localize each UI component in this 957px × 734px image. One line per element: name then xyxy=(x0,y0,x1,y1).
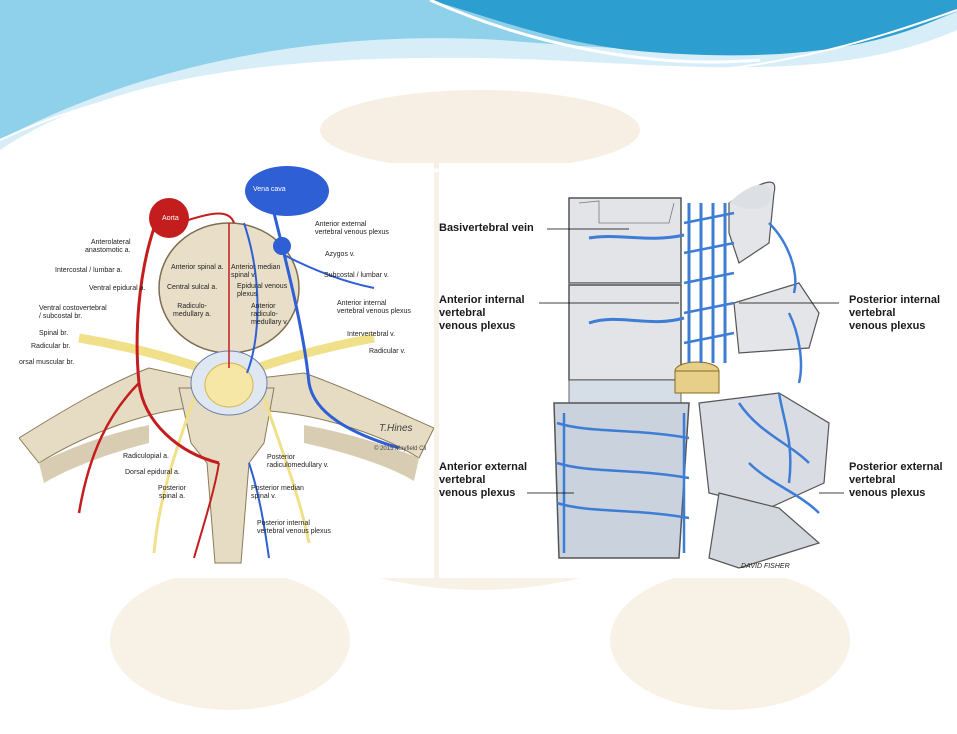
posterior-internal-plexus-label: Posterior internal vertebral venous plex… xyxy=(257,520,331,536)
basivertebral-vein-label: Basivertebral vein xyxy=(439,222,534,235)
vena-cava-label: Vena cava xyxy=(253,186,286,194)
dorsal-muscular-branch-label: orsal muscular br. xyxy=(19,359,74,367)
anterior-median-spinal-vein-label: Anterior median spinal v. xyxy=(231,264,280,280)
epidural-venous-plexus-label: Epidural venous plexus xyxy=(237,283,287,299)
anterior-internal-plexus-label: Anterior internal vertebral venous plexu… xyxy=(337,300,411,316)
radiculomedullary-artery-label: Radiculo- medullary a. xyxy=(173,303,211,319)
artist-signature: T.Hines xyxy=(379,425,413,433)
posterior-external-plexus-label-right: Posterior external vertebral venous plex… xyxy=(849,461,943,500)
header-wave-decoration xyxy=(0,0,957,160)
posterior-median-spinal-vein-label: Posterior median spinal v. xyxy=(251,485,304,501)
anterolateral-anastomotic-label: Anterolateral anastomotic a. xyxy=(85,239,131,255)
intercostal-lumbar-label: Intercostal / lumbar a. xyxy=(55,267,122,275)
radicular-vein-label: Radicular v. xyxy=(369,348,405,356)
vertebral-column-diagram: Basivertebral vein Anterior internal ver… xyxy=(439,163,952,578)
dorsal-epidural-artery-label: Dorsal epidural a. xyxy=(125,469,180,477)
ventral-costovertebral-label: Ventral costovertebral / subcostal br. xyxy=(39,305,107,321)
radiculopial-artery-label: Radiculopial a. xyxy=(123,453,169,461)
anterior-external-plexus-label: Anterior external vertebral venous plexu… xyxy=(315,221,389,237)
subcostal-lumbar-vein-label: Subcostal / lumbar v. xyxy=(324,272,389,280)
posterior-internal-plexus-label-right: Posterior internal vertebral venous plex… xyxy=(849,294,940,333)
artist-signature-right: DAVID FISHER xyxy=(741,563,790,571)
anterior-spinal-artery-label: Anterior spinal a. xyxy=(171,264,224,272)
copyright-text: © 2015 Mayfield Cli xyxy=(374,445,426,453)
azygos-label: Azygos v. xyxy=(325,251,355,259)
anterior-external-plexus-label-right: Anterior external vertebral venous plexu… xyxy=(439,461,527,500)
intervertebral-vein-label: Intervertebral v. xyxy=(347,331,395,339)
vertebra-axial-diagram: Vena cava Aorta Anterolateral anastomoti… xyxy=(19,163,434,578)
aorta-label: Aorta xyxy=(162,215,179,223)
posterior-spinal-artery-label: Posterior spinal a. xyxy=(158,485,186,501)
anterior-radiculomedullary-vein-label: Anterior radiculo- medullary v. xyxy=(251,303,288,327)
spinal-branch-label: Spinal br. xyxy=(39,330,68,338)
posterior-radiculomedullary-vein-label: Posterior radiculomedullary v. xyxy=(267,454,329,470)
ventral-epidural-label: Ventral epidural a. xyxy=(89,285,145,293)
central-sulcal-artery-label: Central sulcal a. xyxy=(167,284,217,292)
radicular-branch-label: Radicular br. xyxy=(31,343,70,351)
anterior-internal-plexus-label-right: Anterior internal vertebral venous plexu… xyxy=(439,294,525,333)
